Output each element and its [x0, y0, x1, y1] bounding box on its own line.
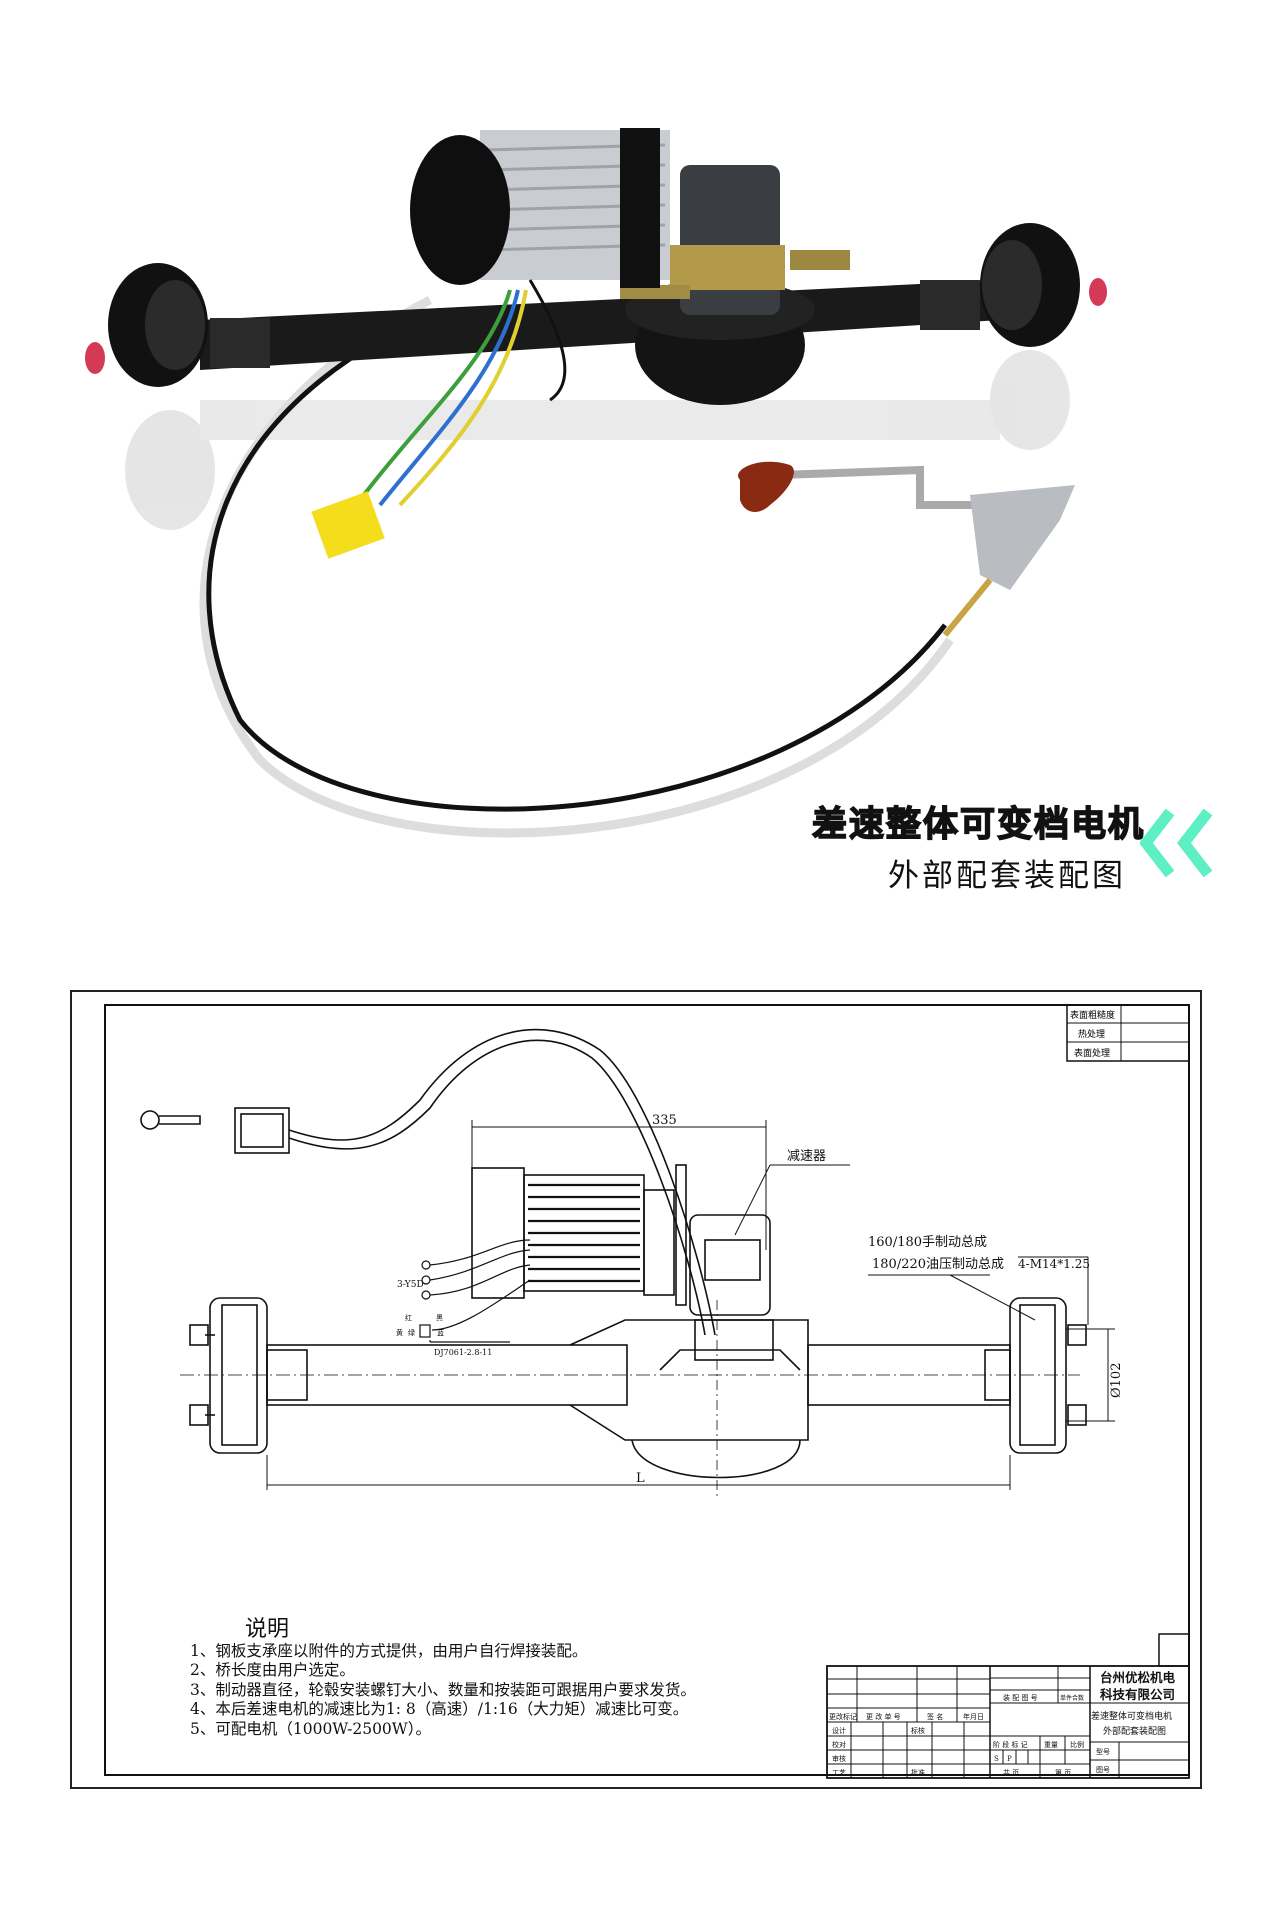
right-brake-drawing	[984, 1297, 1087, 1454]
change-mark-label: 更改标记	[829, 1712, 857, 1721]
motor-wires-drawing	[419, 1239, 531, 1343]
process-label: 工艺	[832, 1769, 846, 1777]
label-connector: DJ7061-2.8-11	[434, 1348, 492, 1357]
wire-label-blue: 蓝	[437, 1328, 444, 1337]
stage-mark-label: 阶 段 标 记	[993, 1740, 1028, 1749]
hero-subtitle: 外部配套装配图	[888, 858, 1126, 894]
axle-tube	[200, 280, 1000, 370]
motor-drawing	[471, 1164, 687, 1306]
date-label: 年月日	[963, 1712, 984, 1721]
photo-reflection	[125, 350, 1070, 530]
surface-treatment-table: 表面粗糙度 热处理 表面处理	[1066, 1004, 1190, 1062]
dim-335: 335	[652, 1113, 677, 1128]
total-pages-label: 共 页	[1003, 1768, 1019, 1777]
gearbox	[680, 165, 780, 315]
dim-L: L	[636, 1471, 645, 1486]
drawing-no-label: 图号	[1096, 1766, 1110, 1774]
product-photo	[85, 128, 1107, 838]
approve-label: 批准	[911, 1768, 925, 1777]
assembly-no-label: 装 配 图 号	[1003, 1693, 1038, 1702]
drawing-title-line2: 外部配套装配图	[1103, 1725, 1166, 1737]
left-brake-drawing	[189, 1297, 308, 1454]
company-name-line2: 科技有限公司	[1100, 1687, 1175, 1702]
stage-s: S	[994, 1755, 999, 1763]
dim-diameter: Ø102	[1109, 1363, 1124, 1398]
label-oil-brake: 180/220油压制动总成	[872, 1257, 1004, 1272]
wire-label-yellow: 黄	[396, 1328, 403, 1337]
wire-label-green: 绿	[408, 1328, 415, 1337]
label-hand-brake: 160/180手制动总成	[868, 1235, 987, 1250]
unit-count-label: 单件合数	[1060, 1694, 1084, 1702]
shift-lever-arm	[779, 465, 1000, 509]
shift-mechanism	[670, 245, 785, 290]
wire-blue	[378, 289, 520, 507]
wire-label-black: 黑	[436, 1314, 443, 1322]
cable-reflection	[199, 296, 954, 838]
drawing-title-line1: 差速整体可变档电机	[1091, 1710, 1172, 1722]
shift-lever-drawing	[140, 1028, 716, 1336]
standard-label: 标核	[911, 1726, 925, 1735]
shift-bracket	[970, 485, 1075, 590]
drawing-frame	[104, 1004, 1190, 1776]
surface-treatment-label: 表面处理	[1074, 1047, 1110, 1059]
label-bolt-spec: 4-M14*1.25	[1018, 1257, 1090, 1271]
review-label: 审核	[832, 1754, 846, 1763]
drawing-sheet-border	[70, 990, 1202, 1789]
company-name-line1: 台州优松机电	[1100, 1670, 1176, 1685]
note-item: 3、制动器直径，轮毂安装螺钉大小、数量和按装距可跟据用户要求发货。	[190, 1680, 696, 1699]
note-item: 2、桥长度由用户选定。	[190, 1661, 355, 1679]
notes: 说明 1、钢板支承座以附件的方式提供，由用户自行焊接装配。 2、桥长度由用户选定…	[190, 1617, 696, 1739]
motor-end-cap	[410, 135, 510, 285]
check-label: 校对	[832, 1740, 846, 1749]
signature-label: 签 名	[927, 1712, 943, 1721]
model-label: 型号	[1096, 1747, 1110, 1756]
change-no-label: 更 改 单 号	[866, 1712, 901, 1721]
axle-drawing	[180, 1300, 1080, 1500]
label-terminal: 3-Y5D	[397, 1280, 424, 1290]
shift-cable	[206, 307, 947, 812]
wire-green	[358, 289, 512, 502]
note-item: 4、本后差速电机的减速比为1: 8（高速）/1:16（大力矩）减速比可变。	[190, 1700, 689, 1718]
wire-yellow	[398, 289, 528, 507]
weight-label: 重量	[1044, 1741, 1058, 1749]
hero-title: 差速整体可变档电机	[811, 804, 1146, 846]
double-chevron-left-icon	[1140, 808, 1213, 878]
surface-roughness-label: 表面粗糙度	[1070, 1009, 1115, 1021]
page-no-label: 第 页	[1055, 1768, 1071, 1777]
right-hub-cap	[1089, 278, 1107, 306]
wire-connector	[311, 491, 385, 559]
title-block: 更改标记 更 改 单 号 签 名 年月日 设计 校对 审核 工艺 标核 批准 装…	[826, 1633, 1190, 1779]
heat-treatment-label: 热处理	[1078, 1028, 1105, 1040]
notes-heading: 说明	[245, 1617, 290, 1642]
assembly-drawing: 335 L Ø102 减速器 160/180手制动总成 180/220油压制动总…	[140, 1028, 1124, 1500]
left-hub-cap	[85, 342, 105, 374]
wire-label-red: 红	[405, 1313, 412, 1322]
design-label: 设计	[832, 1726, 846, 1735]
label-reducer: 减速器	[787, 1149, 826, 1164]
note-item: 5、可配电机（1000W-2500W）。	[190, 1719, 431, 1738]
note-item: 1、钢板支承座以附件的方式提供，由用户自行焊接装配。	[190, 1641, 588, 1660]
shift-lever-knob	[738, 461, 794, 512]
stage-p: P	[1007, 1755, 1012, 1763]
scale-label: 比例	[1070, 1740, 1084, 1749]
